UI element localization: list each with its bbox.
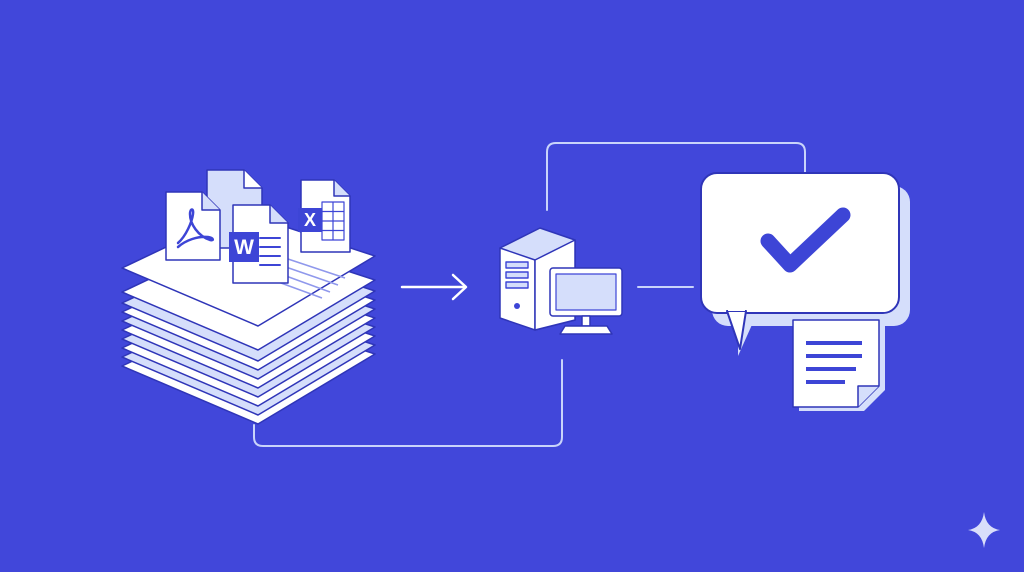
checkmark-icon xyxy=(760,207,851,273)
monitor xyxy=(549,267,623,335)
top-connector-line xyxy=(546,142,806,211)
excel-file-icon: X xyxy=(298,179,351,253)
excel-letter: X xyxy=(304,210,316,230)
word-letter: W xyxy=(234,236,254,259)
report-document-icon xyxy=(792,319,885,411)
word-file-icon: W xyxy=(229,204,289,284)
sparkle-icon xyxy=(968,512,1000,548)
pdf-file-icon xyxy=(165,191,221,261)
speech-bubble-icon xyxy=(700,172,910,356)
connector-lines xyxy=(253,142,806,447)
bottom-connector-line xyxy=(253,359,563,447)
arrow-right-icon xyxy=(400,273,468,301)
pdf-logo-icon xyxy=(176,208,214,249)
computer-workstation-icon xyxy=(499,227,623,335)
